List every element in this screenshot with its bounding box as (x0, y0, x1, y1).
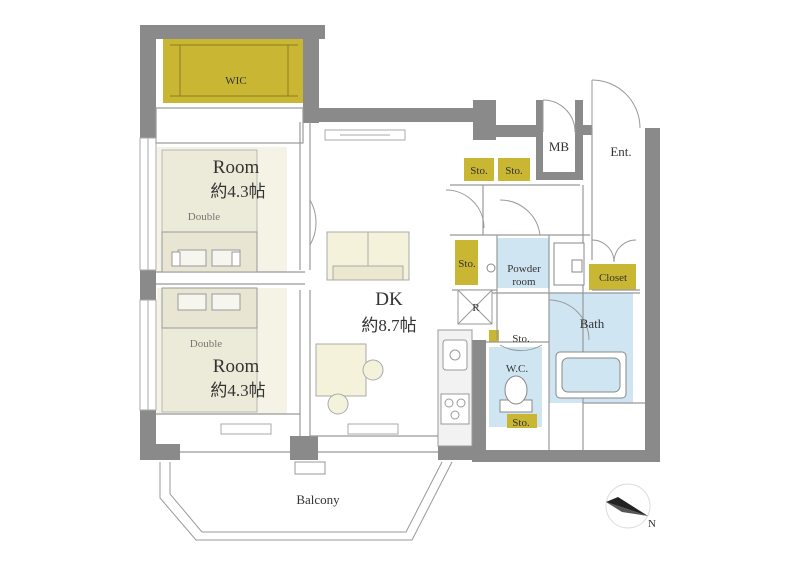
label-sto-wc-bottom: Sto. (512, 417, 530, 429)
interior-walls (155, 107, 645, 453)
door-room-top (309, 199, 317, 246)
label-entrance: Ent. (610, 144, 631, 159)
label-bed-bottom: Double (190, 338, 223, 350)
sink (442, 339, 468, 371)
label-compass-north: N (648, 518, 656, 530)
sto-block-top-left (464, 158, 494, 181)
washbasin (553, 242, 585, 286)
label-mb: MB (549, 139, 570, 154)
windows (139, 129, 406, 435)
kitchen (437, 289, 493, 447)
label-balcony: Balcony (296, 492, 340, 507)
compass (605, 483, 651, 529)
doors (309, 79, 641, 352)
dk-furniture (315, 231, 410, 415)
toilet-bowl (504, 375, 528, 405)
labels: WIC Room 約4.3帖 Double Double Room 約4.3帖 … (188, 75, 656, 530)
label-room-top-name: Room (213, 157, 260, 178)
label-dk-name: DK (375, 289, 403, 310)
label-bed-top: Double (188, 211, 221, 223)
bed-details (161, 231, 258, 329)
label-sto-top-left: Sto. (470, 165, 488, 177)
sto-block-wc-bottom (507, 414, 537, 428)
door-bath (548, 299, 590, 341)
wic-block (163, 39, 303, 103)
label-dk-size: 約8.7帖 (361, 316, 416, 335)
label-bath: Bath (580, 316, 605, 331)
label-powder-room-1: Powder (507, 263, 541, 275)
label-sto-wc-top: Sto. (512, 333, 530, 345)
label-room-bottom-size: 約4.3帖 (210, 381, 265, 400)
closet-block (589, 264, 636, 290)
powder-room-floor (497, 238, 549, 288)
label-wic: WIC (225, 75, 246, 87)
label-wc: W.C. (506, 363, 528, 375)
sanitary-fixtures (486, 242, 627, 413)
label-room-bottom-name: Room (213, 356, 260, 377)
label-closet: Closet (599, 272, 627, 284)
door-closet-right (613, 239, 637, 263)
label-powder-room-2: room (512, 276, 536, 288)
sto-block-wc-top (489, 330, 499, 342)
label-room-top-size: 約4.3帖 (210, 182, 265, 201)
storage-blocks (163, 39, 636, 428)
label-sto-top-right: Sto. (505, 165, 523, 177)
sto-block-top-right (498, 158, 530, 181)
door-wc (499, 344, 543, 352)
walls (140, 25, 660, 462)
balcony (159, 461, 453, 541)
door-mb (542, 99, 576, 133)
door-closet-left (591, 239, 615, 263)
door-hall (445, 189, 485, 229)
door-powder (499, 199, 541, 236)
wic-rails (170, 44, 298, 97)
sto-block-powder (455, 240, 478, 285)
door-entrance (591, 79, 641, 129)
label-refrigerator: R (472, 302, 480, 314)
dining-table (315, 343, 367, 397)
label-sto-powder: Sto. (458, 258, 476, 270)
compass-needle-icon (606, 497, 648, 516)
